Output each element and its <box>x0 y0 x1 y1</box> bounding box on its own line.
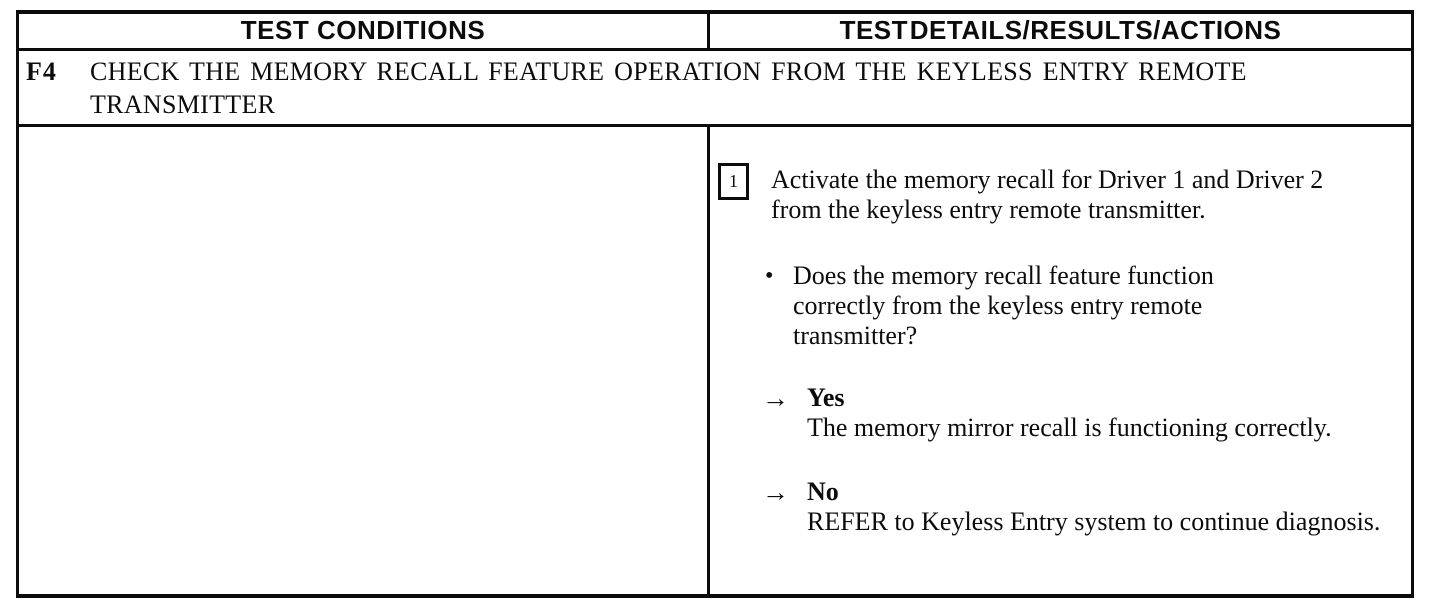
result-yes-body: Yes The memory mirror recall is function… <box>807 383 1332 443</box>
table-body-row: 1 Activate the memory recall for Driver … <box>19 127 1411 594</box>
bullet-icon: • <box>765 263 774 289</box>
test-title-row: F4 CHECK THE MEMORY RECALL FEATURE OPERA… <box>19 51 1411 127</box>
column-header-test-conditions: TEST CONDITIONS <box>19 14 710 48</box>
column-header-test-details-results-actions: TEST DETAILS/RESULTS/ACTIONS <box>839 14 1282 45</box>
step-instruction: Activate the memory recall for Driver 1 … <box>771 165 1324 224</box>
right-arrow-icon: → <box>762 477 789 507</box>
step-row: 1 Activate the memory recall for Driver … <box>718 163 1403 225</box>
pinpoint-test-table: TEST CONDITIONS TEST DETAILS/RESULTS/ACT… <box>16 10 1414 598</box>
result-yes-label: Yes <box>807 383 845 412</box>
right-arrow-icon: → <box>762 383 789 413</box>
table-header-row: TEST CONDITIONS TEST DETAILS/RESULTS/ACT… <box>19 14 1411 51</box>
result-no-label: No <box>807 477 839 506</box>
question-bullet-row: • Does the memory recall feature functio… <box>765 261 1403 351</box>
result-yes-action: The memory mirror recall is functioning … <box>807 413 1332 442</box>
test-details-cell: 1 Activate the memory recall for Driver … <box>710 127 1411 594</box>
step-number-box: 1 <box>718 163 749 200</box>
test-conditions-cell <box>19 127 710 594</box>
question-text: Does the memory recall feature function … <box>793 261 1214 350</box>
result-yes-row: → Yes The memory mirror recall is functi… <box>762 383 1403 443</box>
result-no-row: → No REFER to Keyless Entry system to co… <box>762 477 1403 537</box>
result-no-action: REFER to Keyless Entry system to continu… <box>807 507 1381 536</box>
test-title: CHECK THE MEMORY RECALL FEATURE OPERATIO… <box>90 57 1247 119</box>
result-no-body: No REFER to Keyless Entry system to cont… <box>807 477 1380 537</box>
test-id: F4 <box>26 57 57 86</box>
